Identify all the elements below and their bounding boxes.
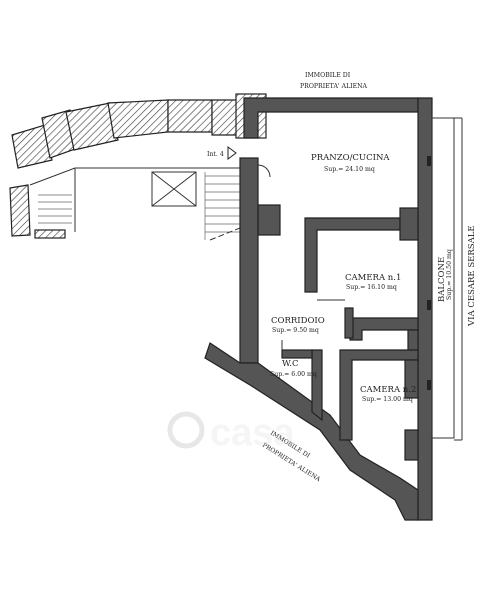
camera2-name: CAMERA n.2 <box>360 385 416 395</box>
entrance-label: Int. 4 <box>207 151 224 158</box>
corridoio-area: Sup.= 9.50 mq <box>272 327 319 334</box>
stair-building <box>9 93 267 239</box>
camera2-area: Sup.= 13.00 mq <box>362 396 413 403</box>
balcone-area: Sup.= 10.50 mq <box>446 249 453 300</box>
balcony <box>427 117 463 441</box>
camera1-area: Sup.= 16.10 mq <box>346 284 397 291</box>
watermark: casa <box>167 411 295 454</box>
neighbor-top-line1: IMMOBILE DI <box>305 72 351 79</box>
wc-area: Sup.= 6.00 mq <box>270 371 317 378</box>
camera1-name: CAMERA n.1 <box>345 273 401 283</box>
watermark-text: casa <box>210 412 295 454</box>
wc-name: W.C <box>282 359 298 369</box>
pranzo-area: Sup.= 24.10 mq <box>324 166 375 173</box>
balcone-name: BALCONE <box>437 257 447 302</box>
stairwell <box>29 146 241 241</box>
street-label: VIA CESARE SERSALE <box>467 225 477 327</box>
pranzo-name: PRANZO/CUCINA <box>311 153 390 163</box>
entrance-arrow-icon <box>227 146 237 160</box>
neighbor-top-line2: PROPRIETA' ALIENA <box>300 83 368 90</box>
corridoio-name: CORRIDOIO <box>271 316 325 326</box>
apartment-walls <box>204 97 433 521</box>
